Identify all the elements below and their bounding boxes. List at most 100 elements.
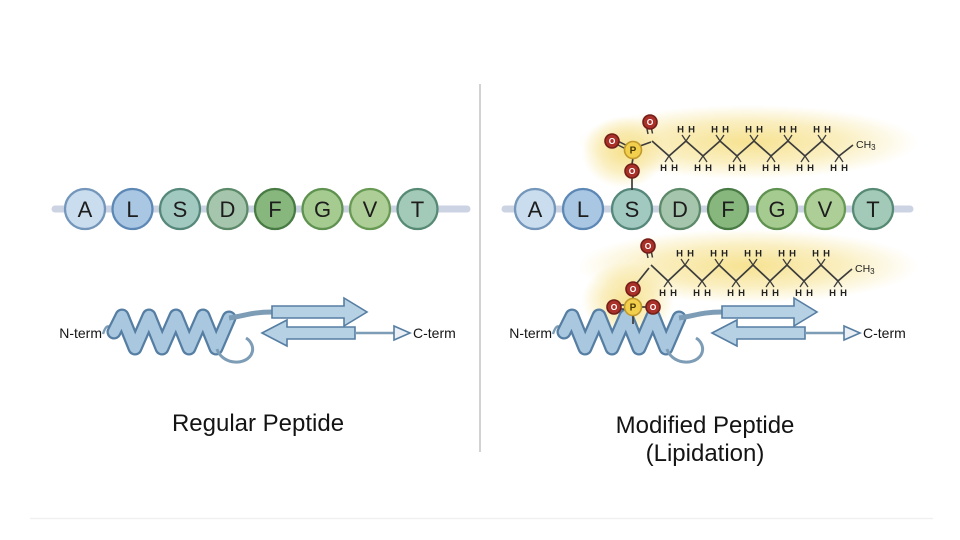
bond: [617, 144, 626, 150]
residue-circle: [253, 187, 297, 231]
p-label: P: [630, 303, 637, 314]
h-label: H: [796, 163, 803, 174]
h-label: H: [807, 163, 814, 174]
bond: [701, 280, 707, 288]
bond: [718, 258, 724, 266]
oxygen-atom: [645, 299, 661, 315]
residue-letter: T: [411, 197, 424, 222]
residue-letter: F: [721, 197, 734, 222]
h-label: H: [806, 288, 813, 299]
h-label: H: [778, 249, 785, 260]
h-label: H: [761, 288, 768, 299]
h-label: H: [694, 163, 701, 174]
residue-circle: [206, 187, 249, 231]
h-label: H: [711, 125, 718, 136]
bond: [770, 155, 776, 163]
right-panel-title-line1: Modified Peptide: [616, 412, 795, 439]
bond: [731, 280, 737, 288]
o-label: O: [609, 136, 616, 146]
alpha-helix-ribbon: [108, 310, 235, 354]
bond: [668, 155, 674, 163]
h-label: H: [830, 163, 837, 174]
residue-letter: F: [268, 197, 281, 222]
bond: [667, 280, 673, 288]
h-label: H: [676, 249, 683, 260]
oxygen-atom: [604, 133, 620, 149]
bond: [799, 280, 805, 288]
bond: [837, 280, 843, 288]
residue-letter: S: [625, 197, 640, 222]
h-label: H: [773, 163, 780, 174]
bond: [753, 134, 759, 142]
residue-letter: T: [866, 197, 879, 222]
bond: [749, 134, 755, 142]
residue-letter: G: [768, 197, 785, 222]
h-label: H: [823, 249, 830, 260]
h-label: H: [688, 125, 695, 136]
bond: [719, 134, 725, 142]
bond: [681, 134, 687, 142]
bond: [820, 258, 826, 266]
h-label: H: [756, 125, 763, 136]
residue-letter: V: [818, 197, 833, 222]
residue-circle: [111, 187, 154, 231]
bond: [766, 155, 772, 163]
h-label: H: [677, 125, 684, 136]
residue-circle: [513, 187, 557, 231]
h-label: H: [705, 163, 712, 174]
bond: [765, 280, 771, 288]
residue-circle: [301, 187, 344, 231]
oxygen-atom: [606, 299, 622, 315]
residue-circle: [658, 187, 702, 231]
secondary-structure-left: [101, 296, 412, 364]
phosphorus-atom: [623, 297, 643, 317]
residue-letter: G: [314, 197, 331, 222]
bond: [817, 134, 823, 142]
h-label: H: [739, 163, 746, 174]
bond: [769, 280, 775, 288]
bond: [714, 258, 720, 266]
beta-strand-arrow-top: [271, 296, 369, 328]
residue-circle: [851, 187, 895, 231]
bond: [715, 134, 721, 142]
bond: [650, 252, 654, 258]
lipid-glow-group: [578, 105, 918, 338]
h-label: H: [722, 125, 729, 136]
h-label: H: [829, 288, 836, 299]
bond: [752, 258, 758, 266]
ch3-main: CH: [856, 139, 871, 151]
c-term-label-right: C-term: [863, 325, 906, 341]
o-label: O: [645, 241, 652, 251]
h-label: H: [841, 163, 848, 174]
h-label: H: [721, 249, 728, 260]
residue-circle: [706, 187, 750, 231]
bond: [663, 280, 669, 288]
bond: [697, 280, 703, 288]
bond: [702, 155, 708, 163]
h-label: H: [728, 163, 735, 174]
residue-letter: D: [220, 197, 236, 222]
residue-circle: [803, 187, 847, 231]
h-label: H: [790, 125, 797, 136]
o-label: O: [630, 284, 637, 294]
oxygen-atom: [640, 238, 656, 254]
bond: [664, 155, 670, 163]
c-term-open-arrowhead: [393, 324, 412, 342]
beta-strand-arrow-bottom: [260, 318, 356, 348]
bond: [803, 280, 809, 288]
ch3-main: CH: [855, 263, 870, 275]
bond: [698, 155, 704, 163]
p-label: P: [630, 146, 637, 157]
residue-letter: V: [363, 197, 378, 222]
h-label: H: [812, 249, 819, 260]
bond: [748, 258, 754, 266]
o-label: O: [611, 302, 618, 312]
bond: [684, 258, 690, 266]
ch3-label: CH3: [855, 263, 875, 276]
h-label: H: [659, 288, 666, 299]
